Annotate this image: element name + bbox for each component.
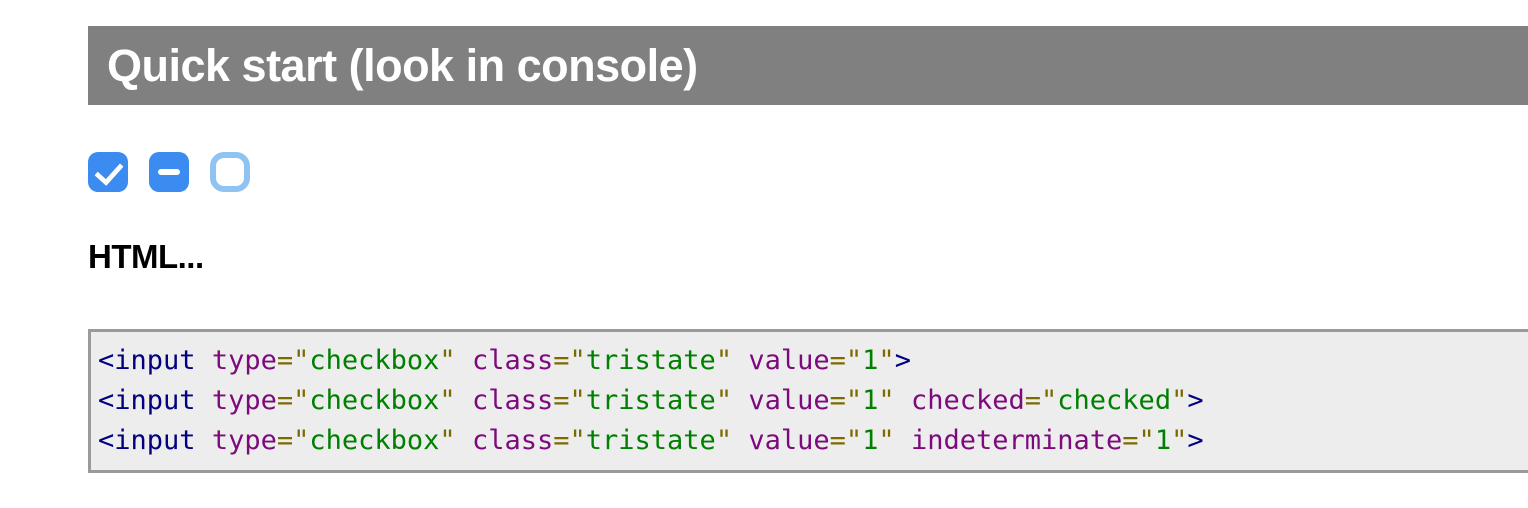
code-token-punct: >: [1187, 425, 1204, 456]
code-token-quote: ": [845, 425, 863, 456]
code-token-string: checkbox: [309, 425, 440, 456]
code-token-punct: >: [894, 345, 911, 376]
code-token-tag: <input: [98, 345, 196, 376]
code-token-attr: checked: [910, 385, 1025, 416]
code-token-op: =: [829, 345, 846, 376]
code-token-quote: ": [845, 345, 863, 376]
code-line: <input type="checkbox" class="tristate" …: [98, 341, 1528, 381]
code-token-op: =: [276, 345, 294, 376]
code-token-string: 1: [1154, 425, 1172, 456]
code-token-quote: ": [1171, 385, 1188, 416]
code-token-plain: [196, 385, 212, 416]
checkbox-indeterminate[interactable]: [149, 152, 189, 192]
code-token-string: checkbox: [309, 345, 440, 376]
checkmark-icon: [94, 155, 124, 187]
code-token-quote: ": [569, 385, 586, 416]
code-token-quote: ": [1138, 425, 1155, 456]
code-token-string: tristate: [585, 425, 716, 456]
code-token-quote: ": [293, 385, 310, 416]
code-token-quote: ": [293, 345, 310, 376]
code-token-plain: [895, 425, 911, 456]
code-token-string: 1: [862, 385, 879, 416]
page-title: Quick start (look in console): [107, 40, 698, 91]
code-token-plain: [732, 345, 748, 376]
code-token-quote: ": [845, 385, 863, 416]
code-token-quote: ": [569, 425, 586, 456]
code-token-plain: [895, 385, 911, 416]
code-token-tag: <input: [98, 425, 196, 456]
code-token-plain: [456, 345, 472, 376]
code-token-plain: [196, 345, 212, 376]
code-token-attr: type: [211, 425, 277, 456]
code-token-quote: ": [439, 425, 456, 456]
code-token-string: 1: [862, 425, 879, 456]
code-token-quote: ": [1171, 425, 1188, 456]
code-token-op: =: [553, 345, 570, 376]
code-token-quote: ": [878, 425, 895, 456]
code-token-quote: ": [293, 425, 310, 456]
code-token-op: =: [1024, 385, 1042, 416]
code-token-attr: class: [471, 425, 554, 456]
code-token-quote: ": [439, 385, 456, 416]
code-token-attr: type: [211, 345, 277, 376]
code-token-tag: <input: [98, 385, 196, 416]
code-token-attr: type: [211, 385, 277, 416]
page-header-band: Quick start (look in console): [88, 26, 1528, 105]
code-token-string: 1: [862, 345, 879, 376]
tristate-checkbox-row: [88, 152, 250, 192]
code-token-attr: indeterminate: [910, 425, 1123, 456]
code-token-string: tristate: [585, 385, 716, 416]
code-token-string: checkbox: [309, 385, 440, 416]
code-token-op: =: [276, 425, 294, 456]
code-token-op: =: [276, 385, 294, 416]
code-token-attr: value: [748, 385, 830, 416]
code-token-op: =: [829, 425, 846, 456]
code-token-plain: [456, 425, 472, 456]
code-token-op: =: [553, 385, 570, 416]
code-token-quote: ": [715, 385, 733, 416]
code-token-quote: ": [569, 345, 586, 376]
code-token-plain: [196, 425, 212, 456]
code-token-plain: [732, 425, 748, 456]
code-token-attr: value: [748, 345, 830, 376]
code-token-string: checked: [1057, 385, 1172, 416]
code-token-quote: ": [715, 425, 733, 456]
code-token-punct: >: [1187, 385, 1204, 416]
code-line: <input type="checkbox" class="tristate" …: [98, 421, 1528, 461]
code-token-op: =: [829, 385, 846, 416]
code-token-quote: ": [878, 345, 895, 376]
code-line: <input type="checkbox" class="tristate" …: [98, 381, 1528, 421]
code-token-attr: class: [471, 345, 554, 376]
code-token-op: =: [1122, 425, 1139, 456]
code-token-quote: ": [715, 345, 733, 376]
code-token-quote: ": [1041, 385, 1058, 416]
section-heading-html: HTML...: [88, 238, 204, 275]
checkbox-unchecked[interactable]: [210, 152, 250, 192]
checkbox-checked[interactable]: [88, 152, 128, 192]
dash-icon: [158, 169, 180, 175]
html-code-block: <input type="checkbox" class="tristate" …: [88, 329, 1528, 473]
code-token-plain: [732, 385, 748, 416]
code-token-op: =: [553, 425, 570, 456]
code-token-attr: value: [748, 425, 830, 456]
code-token-string: tristate: [585, 345, 716, 376]
code-token-quote: ": [878, 385, 895, 416]
code-token-quote: ": [439, 345, 456, 376]
code-token-attr: class: [471, 385, 554, 416]
code-token-plain: [456, 385, 472, 416]
